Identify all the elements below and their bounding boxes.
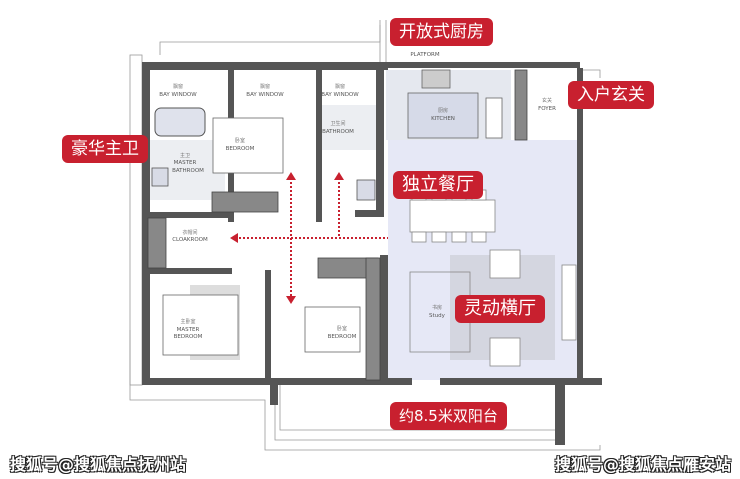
room-label: 卧室 (337, 325, 347, 332)
bed-icon (162, 294, 239, 356)
tv-cabinet (561, 264, 577, 341)
bath-floor (322, 105, 376, 150)
stove-icon (485, 97, 503, 139)
circulation-arrows (235, 178, 388, 298)
callout-living: 灵动横厅 (455, 295, 545, 323)
room-label: BAY WINDOW (246, 92, 284, 98)
room-label: BATHROOM (322, 129, 354, 135)
room-label: MASTER (174, 160, 197, 166)
room-label: FOYER (538, 106, 556, 112)
kitchen-island (407, 92, 479, 139)
room-label: 主卧室 (180, 318, 195, 325)
armchair-icon (489, 249, 521, 279)
callout-balcony: 约8.5米双阳台 (390, 402, 507, 430)
arrow-heads (230, 172, 344, 304)
room-label: CLOAKROOM (172, 237, 208, 243)
watermark-right: 搜狐号@搜狐焦点雁安站 (555, 455, 732, 474)
watermark-left: 搜狐号@搜狐焦点抚州站 (10, 455, 187, 474)
room-label: 厨房 (438, 107, 448, 114)
wardrobes (147, 69, 528, 381)
walls (142, 62, 602, 445)
room-label: 主卫 (180, 152, 190, 159)
callout-master-bath: 豪华主卫 (62, 135, 148, 163)
room-label: KITCHEN (431, 116, 455, 122)
room-label: BAY WINDOW (159, 92, 197, 98)
room-label: BEDROOM (226, 146, 255, 152)
room-label: PLATFORM (410, 52, 440, 58)
callout-entry-foyer: 入户玄关 (568, 81, 654, 109)
room-label: BAY WINDOW (321, 92, 359, 98)
room-label: 飘窗 (335, 83, 345, 90)
room-label: 飘窗 (173, 83, 183, 90)
room-label: 卫生间 (330, 120, 345, 127)
sink-icon (151, 167, 169, 187)
room-label: 飘窗 (260, 83, 270, 90)
bed-icon (212, 117, 284, 174)
bathtub-icon (154, 107, 206, 137)
sink-icon (356, 179, 376, 201)
room-label: 卧室 (235, 137, 245, 144)
kitchen-sink-icon (421, 69, 451, 89)
room-label: 衣帽间 (182, 229, 197, 236)
room-label: 书房 (432, 304, 442, 311)
bed-icon (304, 306, 361, 353)
room-label: BATHROOM (172, 168, 204, 174)
room-label: 玄关 (542, 97, 552, 104)
callout-dining: 独立餐厅 (393, 171, 483, 199)
room-label: MASTER (177, 327, 200, 333)
armchair-icon (489, 337, 521, 367)
room-label: Study (429, 313, 446, 319)
room-label: BEDROOM (328, 334, 357, 340)
callout-open-kitchen: 开放式厨房 (390, 18, 493, 46)
room-label: BEDROOM (174, 334, 203, 340)
